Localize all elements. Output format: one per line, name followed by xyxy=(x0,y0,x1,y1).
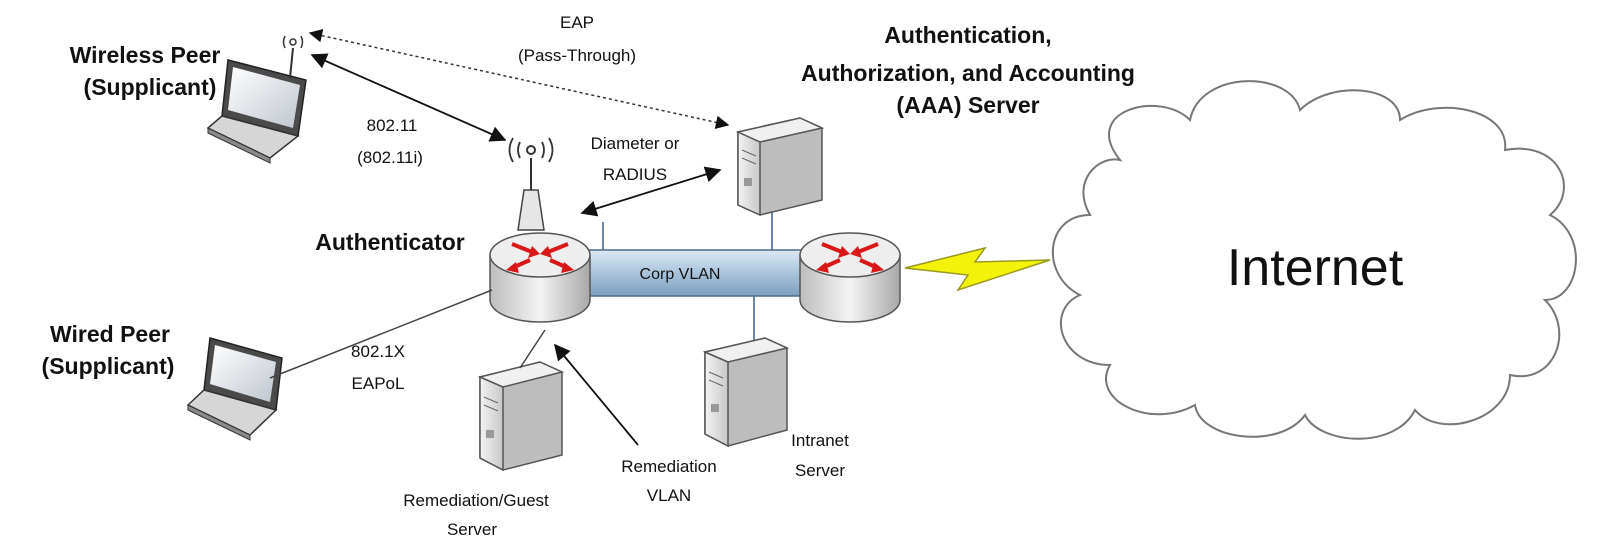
wired-peer-label: Wired Peer (Supplicant) xyxy=(42,321,175,379)
svg-text:Server: Server xyxy=(447,520,497,539)
svg-text:Remediation/Guest: Remediation/Guest xyxy=(403,491,549,510)
wired-link-label: 802.1X EAPoL xyxy=(351,342,405,393)
svg-text:802.1X: 802.1X xyxy=(351,342,405,361)
radius-link-arrow xyxy=(580,166,722,217)
remediation-server-link xyxy=(519,329,546,369)
svg-text:Remediation: Remediation xyxy=(621,457,716,476)
authenticator-antenna-icon xyxy=(508,137,554,231)
svg-text:802.11: 802.11 xyxy=(367,116,418,135)
vlan-drops xyxy=(602,210,773,345)
svg-text:Diameter or: Diameter or xyxy=(591,134,680,153)
radius-link-label: Diameter or RADIUS xyxy=(591,134,680,184)
wireless-link-label: 802.11 (802.11i) xyxy=(357,116,423,167)
wireless-laptop-icon xyxy=(206,35,307,164)
aaa-server-icon xyxy=(735,117,825,217)
svg-text:RADIUS: RADIUS xyxy=(603,165,667,184)
internet-cloud: Internet xyxy=(1051,80,1577,440)
internet-label: Internet xyxy=(1227,239,1404,297)
corp-vlan-label: Corp VLAN xyxy=(640,266,721,283)
intranet-server-icon xyxy=(702,337,790,448)
svg-text:EAPoL: EAPoL xyxy=(352,374,405,393)
intranet-server-label: Intranet Server xyxy=(791,431,849,480)
remediation-vlan-label: Remediation VLAN xyxy=(621,457,716,505)
remediation-vlan-arrow xyxy=(553,343,639,446)
wired-laptop-icon xyxy=(186,337,283,441)
aaa-server-label: Authentication, Authorization, and Accou… xyxy=(801,22,1135,118)
lightning-bolt-icon xyxy=(904,246,1051,292)
wireless-peer-label: Wireless Peer (Supplicant) xyxy=(70,42,221,100)
corp-vlan-bar: Corp VLAN xyxy=(584,249,806,297)
edge-router-icon xyxy=(799,232,901,323)
authenticator-router-icon xyxy=(489,232,591,323)
eap-label: EAP (Pass-Through) xyxy=(518,13,636,65)
svg-text:EAP: EAP xyxy=(560,13,594,32)
svg-text:Authentication,: Authentication, xyxy=(884,22,1051,48)
svg-text:(802.11i): (802.11i) xyxy=(357,148,423,167)
eap-pass-through-arrow xyxy=(308,29,730,129)
remediation-server-label: Remediation/Guest Server xyxy=(403,491,549,539)
svg-text:(Supplicant): (Supplicant) xyxy=(84,74,217,100)
authenticator-label: Authenticator xyxy=(315,229,465,255)
svg-text:Intranet: Intranet xyxy=(791,431,849,450)
svg-text:VLAN: VLAN xyxy=(647,486,691,505)
svg-text:Authorization, and Accounting: Authorization, and Accounting xyxy=(801,60,1135,86)
svg-text:(AAA) Server: (AAA) Server xyxy=(896,92,1039,118)
svg-text:Wireless Peer: Wireless Peer xyxy=(70,42,221,68)
remediation-server-icon xyxy=(477,361,565,472)
wired-link-line xyxy=(269,289,493,379)
svg-text:(Supplicant): (Supplicant) xyxy=(42,353,175,379)
svg-text:(Pass-Through): (Pass-Through) xyxy=(518,46,636,65)
svg-text:Wired Peer: Wired Peer xyxy=(50,321,170,347)
svg-text:Server: Server xyxy=(795,461,845,480)
